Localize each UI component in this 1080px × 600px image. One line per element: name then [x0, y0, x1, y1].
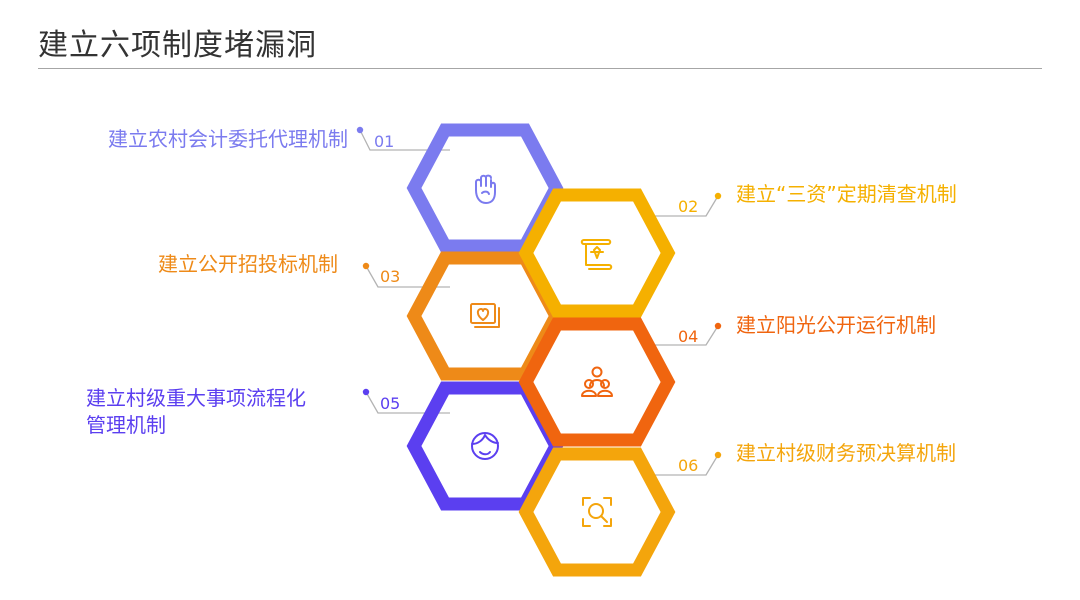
- heart-frame-icon: [470, 303, 500, 328]
- connector-02: [648, 195, 719, 217]
- item-label-01: 建立农村会计委托代理机制: [108, 127, 348, 151]
- item-number-04: 04: [678, 327, 699, 346]
- item-number-06: 06: [678, 456, 699, 475]
- hand-icon: [475, 174, 496, 204]
- dot-03: [362, 262, 370, 270]
- page-title: 建立六项制度堵漏洞: [38, 28, 317, 63]
- item-label-03: 建立公开招投标机制: [158, 252, 338, 276]
- item-label-04: 建立阳光公开运行机制: [736, 313, 936, 337]
- face-icon: [471, 432, 499, 460]
- dot-06: [714, 451, 722, 459]
- item-label-06: 建立村级财务预决算机制: [736, 441, 956, 465]
- hexagon-06: [518, 447, 676, 577]
- item-number-05: 05: [380, 394, 401, 413]
- hexagon-04: [518, 317, 676, 447]
- dot-02: [714, 192, 722, 200]
- connector-06: [648, 454, 719, 476]
- title-divider: [38, 68, 1042, 69]
- people-icon: [581, 366, 613, 397]
- item-number-02: 02: [678, 197, 699, 216]
- item-number-01: 01: [374, 132, 395, 151]
- scroll-icon: [580, 239, 613, 270]
- item-label-02: 建立“三资”定期清查机制: [736, 182, 957, 206]
- connector-01: [359, 129, 450, 151]
- item-number-03: 03: [380, 267, 401, 286]
- item-label-05: 建立村级重大事项流程化 管理机制: [86, 386, 306, 437]
- dot-05: [362, 388, 370, 396]
- hexagon-02: [518, 188, 676, 318]
- dot-04: [714, 322, 722, 330]
- search-frame-icon: [582, 497, 612, 527]
- dot-01: [356, 126, 364, 134]
- connector-04: [648, 325, 719, 346]
- connector-dots: [356, 126, 722, 459]
